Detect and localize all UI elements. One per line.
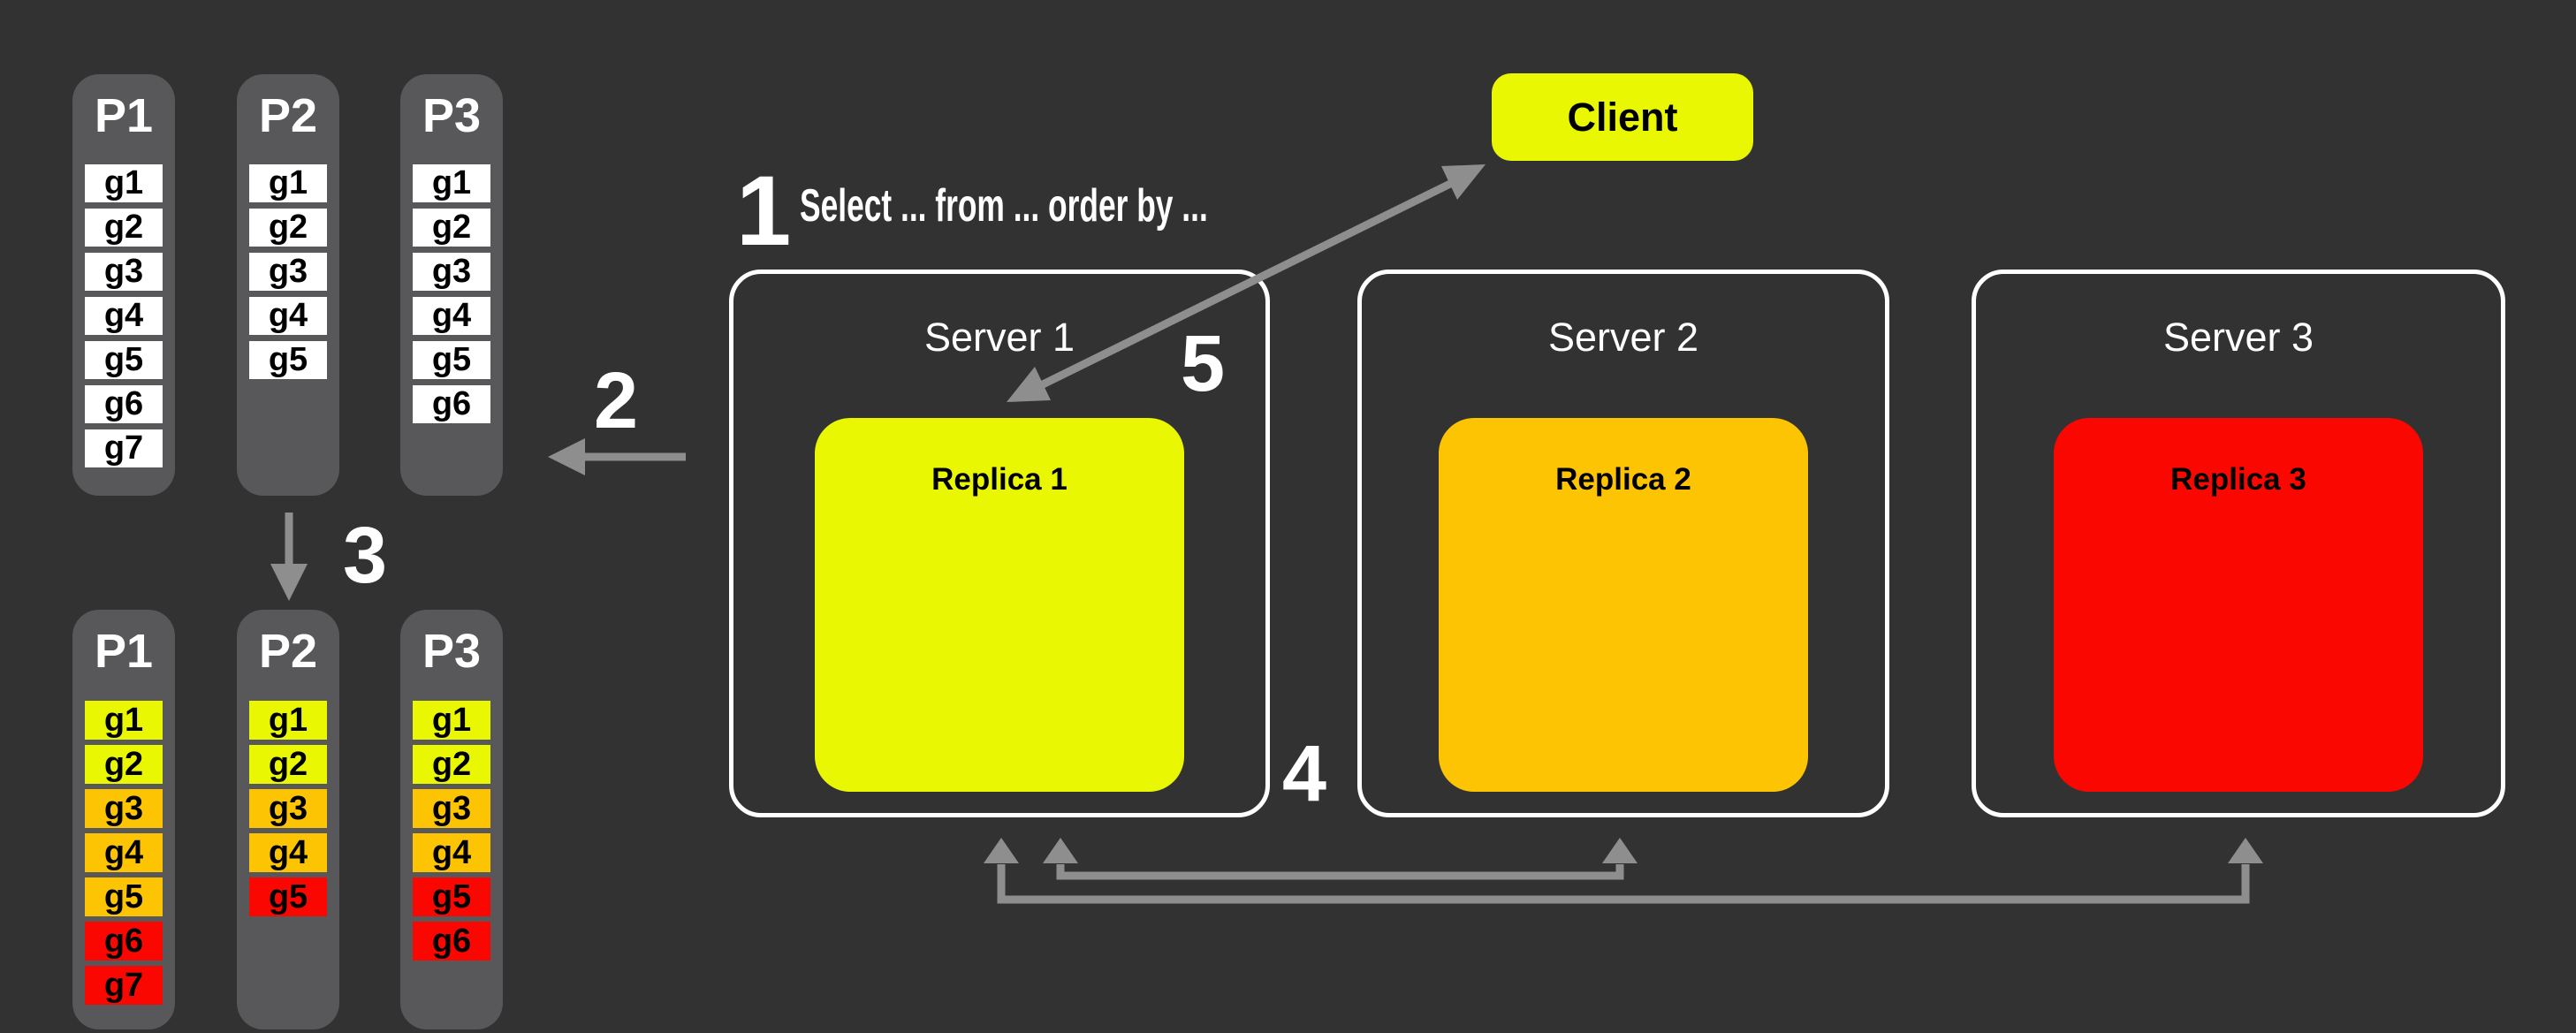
group-item: g7	[85, 429, 163, 467]
client-label: Client	[1567, 95, 1678, 140]
group-item: g5	[413, 877, 490, 916]
step-number-2: 2	[594, 357, 639, 445]
group-item: g2	[249, 745, 327, 784]
group-item: g5	[249, 341, 327, 379]
group-item: g1	[413, 701, 490, 740]
replica-label: Replica 2	[1555, 462, 1691, 497]
partition-column-p2-before: P2 g1 g2 g3 g4 g5	[237, 74, 339, 496]
client-box: Client	[1492, 73, 1753, 161]
group-item: g4	[85, 297, 163, 335]
group-item: g2	[85, 209, 163, 247]
partition-label: P2	[258, 89, 318, 142]
server-3-box: Server 3 Replica 3	[1972, 270, 2505, 817]
group-item: g5	[85, 877, 163, 916]
step-number-4: 4	[1282, 730, 1327, 818]
group-item: g4	[249, 297, 327, 335]
group-item: g6	[413, 385, 490, 423]
partition-items: g1 g2 g3 g4 g5 g6 g7	[85, 701, 163, 1005]
group-item: g6	[85, 922, 163, 961]
group-item: g1	[249, 701, 327, 740]
group-item: g1	[413, 164, 490, 202]
group-item: g1	[85, 701, 163, 740]
partition-items: g1 g2 g3 g4 g5	[249, 701, 327, 916]
group-item: g4	[85, 833, 163, 872]
step-number-1: 1	[736, 156, 792, 266]
group-item: g5	[249, 877, 327, 916]
server-1-box: Server 1 Replica 1	[729, 270, 1270, 817]
partition-column-p1-before: P1 g1 g2 g3 g4 g5 g6 g7	[72, 74, 175, 496]
merge-arrow-server3-icon	[984, 838, 2263, 904]
step-number-5: 5	[1181, 320, 1226, 408]
group-item: g1	[249, 164, 327, 202]
group-item: g3	[85, 253, 163, 291]
group-item: g5	[413, 341, 490, 379]
group-item: g6	[85, 385, 163, 423]
arrow-down-icon	[270, 513, 308, 601]
partition-label: P1	[94, 625, 154, 678]
replica-label: Replica 3	[2170, 462, 2306, 497]
partition-items: g1 g2 g3 g4 g5 g6	[413, 701, 490, 961]
replica-1-box: Replica 1	[815, 418, 1184, 792]
server-2-box: Server 2 Replica 2	[1357, 270, 1889, 817]
group-item: g3	[413, 253, 490, 291]
replica-3-box: Replica 3	[2054, 418, 2423, 792]
group-item: g5	[85, 341, 163, 379]
server-label: Server 3	[2162, 315, 2314, 360]
group-item: g4	[413, 833, 490, 872]
partition-label: P1	[94, 89, 154, 142]
partition-items: g1 g2 g3 g4 g5	[249, 164, 327, 379]
replica-2-box: Replica 2	[1439, 418, 1808, 792]
group-item: g6	[413, 922, 490, 961]
group-item: g2	[413, 209, 490, 247]
partition-label: P3	[422, 89, 482, 142]
group-item: g3	[249, 789, 327, 828]
partition-column-p1-after: P1 g1 g2 g3 g4 g5 g6 g7	[72, 610, 175, 1029]
replica-label: Replica 1	[931, 462, 1068, 497]
group-item: g4	[249, 833, 327, 872]
group-item: g1	[85, 164, 163, 202]
group-item: g2	[85, 745, 163, 784]
group-item: g4	[413, 297, 490, 335]
partition-items: g1 g2 g3 g4 g5 g6 g7	[85, 164, 163, 467]
group-item: g3	[249, 253, 327, 291]
group-item: g3	[413, 789, 490, 828]
partition-column-p3-before: P3 g1 g2 g3 g4 g5 g6	[400, 74, 503, 496]
group-item: g7	[85, 966, 163, 1005]
partition-items: g1 g2 g3 g4 g5 g6	[413, 164, 490, 423]
group-item: g2	[249, 209, 327, 247]
partition-column-p3-after: P3 g1 g2 g3 g4 g5 g6	[400, 610, 503, 1029]
server-label: Server 2	[1547, 315, 1699, 360]
partition-label: P3	[422, 625, 482, 678]
partition-column-p2-after: P2 g1 g2 g3 g4 g5	[237, 610, 339, 1029]
merge-arrow-server2-icon	[1043, 838, 1638, 880]
step-number-3: 3	[343, 512, 388, 600]
group-item: g3	[85, 789, 163, 828]
query-text: Select ... from ... order by ...	[800, 180, 1208, 232]
partition-label: P2	[258, 625, 318, 678]
group-item: g2	[413, 745, 490, 784]
